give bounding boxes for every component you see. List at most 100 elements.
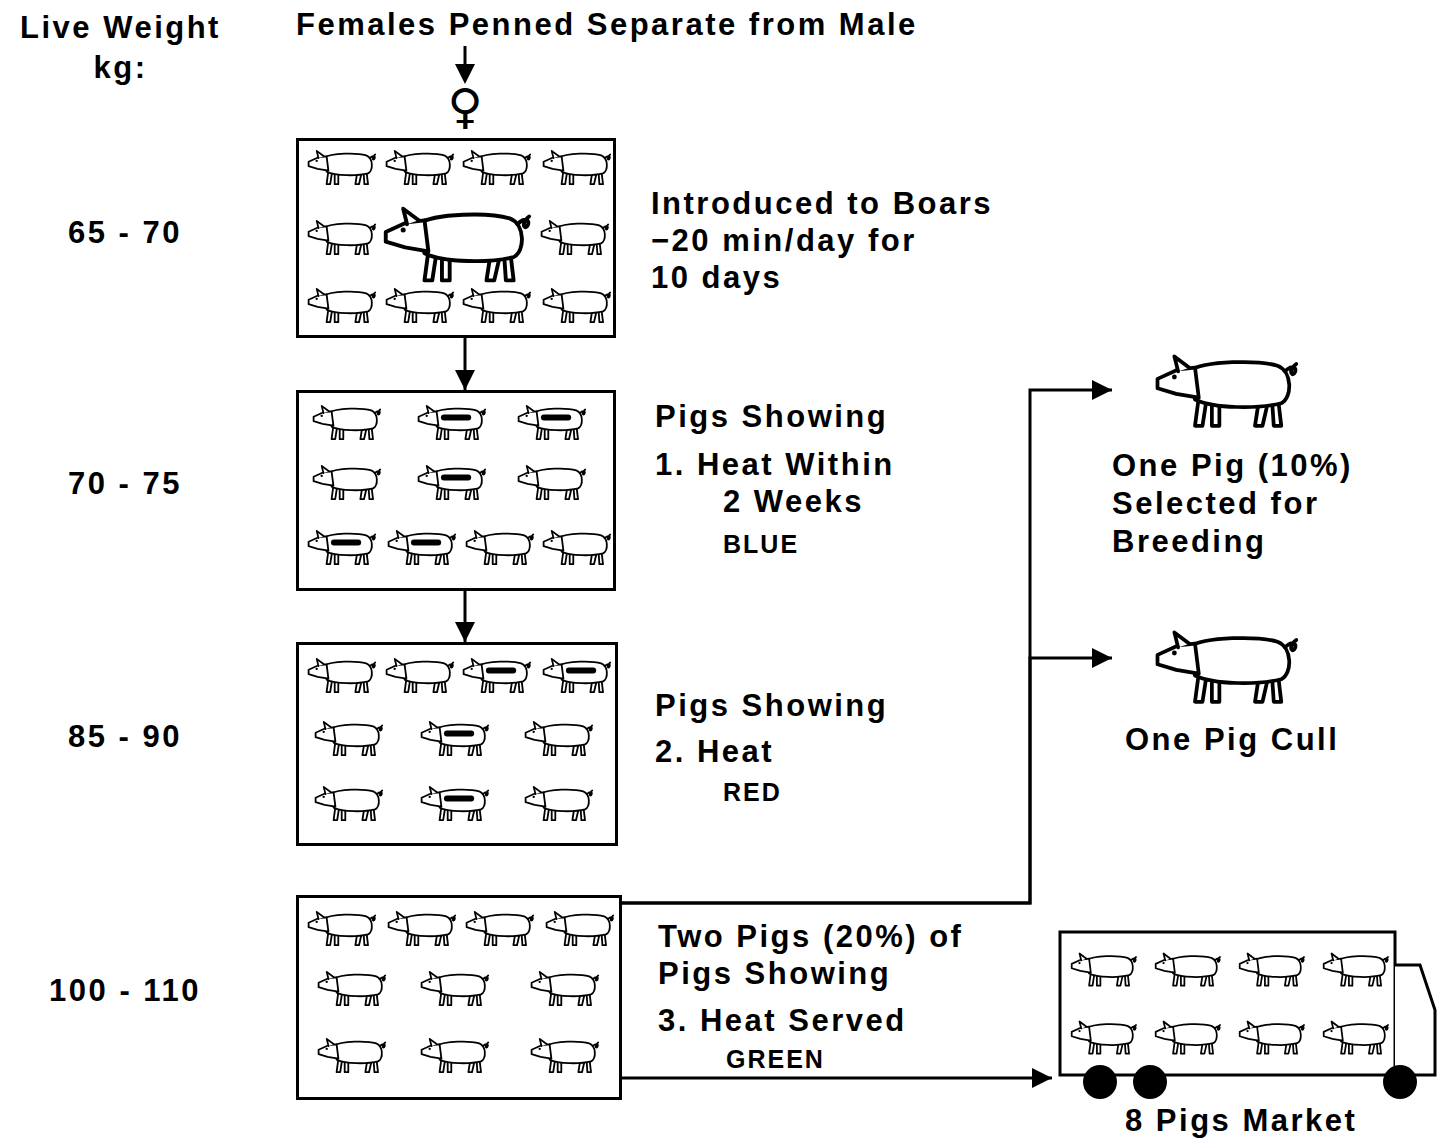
paint-mark [441, 415, 471, 421]
pig-icon [544, 531, 611, 564]
pig-shape [526, 787, 593, 820]
pig-shape [309, 221, 376, 254]
pig-icon [319, 972, 386, 1005]
truck-cab [1395, 965, 1435, 1075]
pen-note: 1. Heat Within 2 Weeks [655, 446, 913, 520]
truck-wheel [1383, 1065, 1417, 1099]
paint-mark [486, 668, 516, 674]
pig-icon [422, 972, 489, 1005]
pig-icon [542, 221, 609, 254]
entry-arrow-line [464, 46, 467, 66]
pig-shape [1324, 1021, 1388, 1053]
pen-note: 2. Heat [655, 733, 943, 770]
pig-shape [464, 289, 531, 322]
pig-icon [464, 659, 531, 692]
pig-icon [526, 787, 593, 820]
pen-note: Pigs Showing [655, 687, 975, 724]
pig-icon [309, 912, 376, 945]
pig-shape [309, 659, 376, 692]
pig-shape [544, 151, 611, 184]
pig-shape [386, 209, 529, 281]
mark-colour: RED [723, 777, 923, 807]
pig-shape [422, 722, 489, 755]
pig-shape [519, 406, 586, 439]
pig-shape [1072, 1021, 1136, 1053]
pig-icon [314, 466, 381, 499]
pig-figure: One Pig (10%) Selected for Breeding [1112, 350, 1412, 563]
pig-shape [309, 151, 376, 184]
pen-note: Pigs Showing [655, 398, 975, 435]
pig-icon [309, 289, 376, 322]
pig-icon [1158, 356, 1297, 425]
pig-shape [542, 221, 609, 254]
pig-shape [319, 972, 386, 1005]
pig-icon [422, 1039, 489, 1072]
pig-icon [464, 289, 531, 322]
pig-icon [387, 289, 454, 322]
pig-icon [309, 151, 376, 184]
pig-shape [419, 466, 486, 499]
outcome-label: 8 Pigs Market [1125, 1104, 1442, 1138]
paint-mark [441, 475, 471, 481]
pig-shape [467, 531, 534, 564]
pig-shape [526, 722, 593, 755]
pig-icon [419, 406, 486, 439]
pig-shape [389, 912, 456, 945]
pig-shape [316, 787, 383, 820]
pen-box: Introduced to Boars−20 min/day for 10 da… [296, 138, 616, 338]
pig-shape [419, 406, 486, 439]
weight-range: 65 - 70 [25, 214, 225, 251]
paint-mark [541, 415, 571, 421]
pig-shape [422, 1039, 489, 1072]
pig-icon [1158, 632, 1297, 701]
outcome-label: One Pig (10%) Selected for Breeding [1112, 447, 1412, 561]
mark-colour: BLUE [723, 529, 923, 559]
pig-shape [1156, 953, 1220, 985]
pig-icon [387, 659, 454, 692]
pig-icon [309, 531, 376, 564]
pig-figure: One Pig Cull [1112, 625, 1412, 760]
pig-icon [1240, 953, 1304, 985]
pig-icon [314, 406, 381, 439]
pig-shape [532, 972, 599, 1005]
pig-shape [1072, 953, 1136, 985]
truck-drawing [1060, 932, 1435, 1099]
pig-icon [547, 912, 614, 945]
pen-note: Introduced to Boars [651, 185, 1071, 222]
female-symbol: ♀ [425, 82, 505, 130]
pig-shape [544, 531, 611, 564]
pig-icon [386, 209, 529, 281]
pig-shape [464, 151, 531, 184]
pig-icon [467, 912, 534, 945]
pig-shape [389, 531, 456, 564]
paint-mark [444, 796, 474, 802]
flow-arrow [464, 338, 467, 390]
flow-arrow [464, 591, 467, 642]
pig-shape [387, 151, 454, 184]
paint-mark [566, 668, 596, 674]
pig-shape [319, 1039, 386, 1072]
pig-shape [309, 531, 376, 564]
pen-box: Pigs Showing2. HeatRED [296, 642, 618, 846]
pig-figures [309, 151, 1388, 1072]
pen-box: Pigs Showing1. Heat Within 2 WeeksBLUE [296, 390, 616, 591]
pen-box: Two Pigs (20%) of Pigs Showing3. Heat Se… [296, 895, 622, 1100]
entry-arrow-head [455, 64, 475, 84]
pig-shape [1240, 953, 1304, 985]
paint-mark [411, 540, 441, 546]
pig-icon [544, 289, 611, 322]
truck-wheel [1133, 1065, 1167, 1099]
pig-shape [309, 912, 376, 945]
truck-wheel [1083, 1065, 1117, 1099]
pig-icon [1156, 953, 1220, 985]
pig-icon [319, 1039, 386, 1072]
pig-icon [532, 972, 599, 1005]
pig-icon [387, 151, 454, 184]
pig-icon [1240, 1021, 1304, 1053]
pig-shape [547, 912, 614, 945]
axis-heading: Live Weight kg: [8, 8, 233, 88]
pig-shape [422, 787, 489, 820]
